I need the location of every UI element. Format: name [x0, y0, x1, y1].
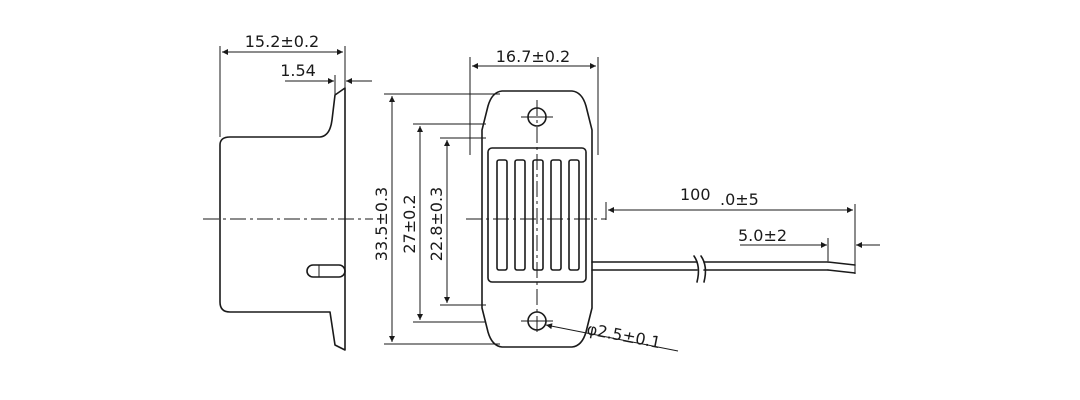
front-width-dimension: 16.7±0.2: [496, 47, 570, 66]
wire-length-tolerance: .0±5: [720, 190, 759, 209]
front-view: 16.7±0.2 33.5±0.3 27±0.2 22.8±0.3 φ2.5±0…: [372, 47, 679, 352]
side-body-outline: [219, 87, 346, 351]
strip-length-dimension: 5.0±2: [738, 226, 787, 245]
side-view: 15.2±0.2 1.54: [203, 32, 373, 351]
side-terminal-pin: [306, 264, 346, 278]
front-flange-outline: [481, 90, 593, 348]
grille-slots: [496, 159, 580, 271]
grille-height-dimension: 22.8±0.3: [427, 187, 446, 261]
overall-height-dimension: 33.5±0.3: [372, 187, 391, 261]
lead-wires: 100 .0±5 5.0±2: [591, 185, 880, 283]
body-height-dimension: 27±0.2: [400, 194, 419, 253]
hole-diameter-dimension: φ2.5±0.1: [585, 319, 662, 352]
flange-thickness-dimension: 1.54: [280, 61, 316, 80]
side-width-dimension: 15.2±0.2: [245, 32, 319, 51]
wire-length-dimension: 100: [680, 185, 711, 204]
